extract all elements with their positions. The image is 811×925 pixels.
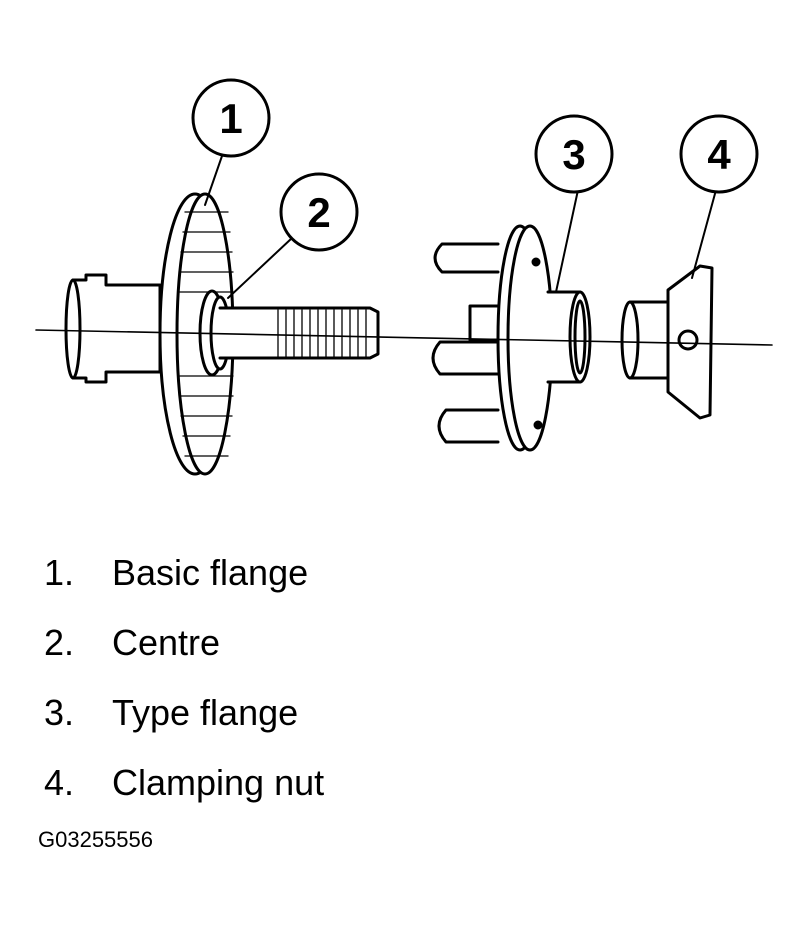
callout-4: 4: [679, 114, 759, 194]
legend-number: 4.: [44, 762, 75, 803]
legend-item: 4. Clamping nut: [0, 758, 600, 808]
callout-2-label: 2: [307, 189, 330, 236]
figure-id: G03255556: [38, 827, 153, 852]
type-flange-part: [431, 224, 592, 452]
callout-1-label: 1: [219, 95, 242, 142]
legend-label: Basic flange: [112, 552, 309, 593]
clamping-nut-part: [620, 264, 714, 420]
legend-number: 3.: [44, 692, 75, 733]
legend-label: Clamping nut: [112, 762, 325, 803]
callout-4-label: 4: [707, 131, 731, 178]
exploded-assembly-diagram: 1 2 3 4: [35, 78, 773, 476]
legend-number: 1.: [44, 552, 75, 593]
legend-number: 2.: [44, 622, 75, 663]
callout-2: 2: [279, 172, 359, 252]
callout-3: 3: [534, 114, 614, 194]
callout-1: 1: [191, 78, 271, 158]
legend-item: 3. Type flange: [0, 688, 600, 738]
callout-3-label: 3: [562, 131, 585, 178]
legend-item: 1. Basic flange: [0, 548, 600, 598]
legend-label: Centre: [112, 622, 221, 663]
legend-item: 2. Centre: [0, 618, 600, 668]
legend-label: Type flange: [112, 692, 299, 733]
